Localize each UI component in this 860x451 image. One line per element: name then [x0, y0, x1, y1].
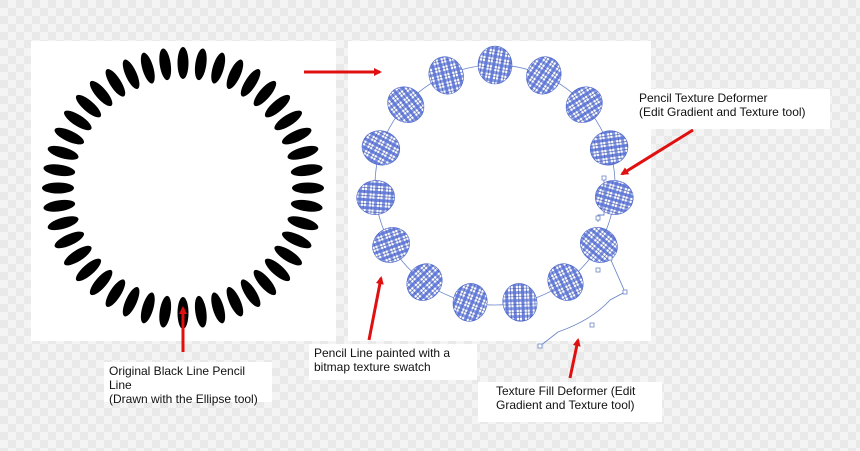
ellipse-ring-icon	[274, 110, 302, 131]
textured-ellipse-icon	[547, 263, 584, 301]
ellipse-ring-icon	[287, 145, 319, 160]
ellipse-ring-icon	[105, 69, 126, 97]
ellipse-ring-icon	[281, 127, 312, 145]
textured-ellipse-icon	[526, 56, 562, 95]
ellipse-ring-icon	[287, 216, 319, 231]
ellipse-ring-icon	[64, 245, 92, 266]
ellipse-ring-icon	[159, 295, 172, 328]
textured-ellipse-icon	[589, 130, 629, 166]
ellipse-ring-icon	[240, 69, 261, 97]
texture-fill-deformer[interactable]	[539, 257, 626, 347]
label-pencil-texture-deformer: Pencil Texture Deformer (Edit Gradient a…	[634, 89, 830, 129]
ellipse-ring-icon	[75, 258, 102, 282]
ellipse-ring-icon	[140, 52, 155, 84]
ellipse-ring-icon	[43, 199, 76, 212]
ellipse-ring-icon	[75, 94, 102, 118]
ellipse-ring-icon	[47, 145, 79, 160]
ellipse-ring-icon	[290, 164, 323, 177]
ellipse-ring-icon	[211, 292, 226, 324]
ellipse-ring-icon	[290, 199, 323, 212]
ellipse-ring-icon	[226, 59, 244, 90]
deformer-handle-icon[interactable]	[537, 343, 543, 349]
deformer-handle-icon[interactable]	[595, 215, 601, 221]
ellipse-ring-icon	[89, 269, 113, 296]
ellipse-ring-icon	[226, 286, 244, 317]
ellipse-ring-icon	[211, 52, 226, 84]
ellipse-ring-icon	[140, 292, 155, 324]
ellipse-ring-icon	[42, 182, 74, 194]
ellipse-ring-icon	[264, 94, 291, 118]
ellipse-ring-icon	[177, 47, 189, 79]
textured-ellipse-icon	[361, 130, 401, 166]
ellipse-ring-icon	[89, 80, 113, 107]
ellipse-ring-icon	[122, 59, 140, 90]
arrow-icon	[367, 276, 384, 341]
textured-ellipse-icon	[387, 86, 425, 123]
textured-ellipse-icon	[477, 45, 513, 85]
label-original-line: Original Black Line Pencil Line (Drawn w…	[104, 362, 272, 406]
ellipse-ring-icon	[274, 245, 302, 266]
deformer-handle-icon[interactable]	[622, 289, 628, 295]
deformer-handle-icon[interactable]	[595, 267, 601, 273]
ellipse-ring-icon	[47, 216, 79, 231]
ellipse-ring-icon	[194, 48, 207, 81]
ellipse-ring-icon	[264, 258, 291, 282]
deformer-handle-icon[interactable]	[589, 322, 595, 328]
ellipse-ring-icon	[292, 182, 324, 194]
ellipse-ring-icon	[253, 80, 277, 107]
ellipse-ring-icon	[105, 279, 126, 307]
textured-ellipse-icon	[580, 227, 618, 263]
ellipse-ring-icon	[240, 279, 261, 307]
ellipse-ring-icon	[253, 269, 277, 296]
ellipse-ring-icon	[54, 231, 85, 249]
textured-ellipse-icon	[356, 180, 395, 215]
ellipse-ring-icon	[43, 164, 76, 177]
textured-ellipse-icon	[565, 86, 603, 123]
ellipse-ring-icon	[64, 110, 92, 131]
arrow-icon	[568, 338, 581, 379]
label-texture-fill-deformer: Texture Fill Deformer (Edit Gradient and…	[478, 382, 662, 422]
label-pencil-textured: Pencil Line painted with a bitmap textur…	[309, 344, 477, 380]
ellipse-ring-icon	[159, 48, 172, 81]
textured-ellipse-icon	[595, 180, 634, 215]
textured-ellipse-icon	[428, 56, 464, 95]
textured-ellipse-icon	[372, 227, 410, 263]
arrow-icon	[620, 128, 694, 176]
ellipse-ring-icon	[122, 286, 140, 317]
black-ellipse-ring	[42, 47, 324, 329]
ellipse-ring-icon	[281, 231, 312, 249]
original-line-panel	[31, 41, 336, 341]
textured-ellipse-icon	[406, 263, 443, 301]
textured-ellipse-icon	[502, 283, 538, 322]
ellipse-ring-icon	[194, 295, 207, 328]
textured-ellipse-ring	[356, 45, 634, 322]
ellipse-ring-icon	[54, 127, 85, 145]
deformer-handle-icon[interactable]	[607, 255, 613, 261]
textured-ellipse-icon	[452, 283, 488, 322]
deformer-handle-icon[interactable]	[601, 175, 607, 181]
